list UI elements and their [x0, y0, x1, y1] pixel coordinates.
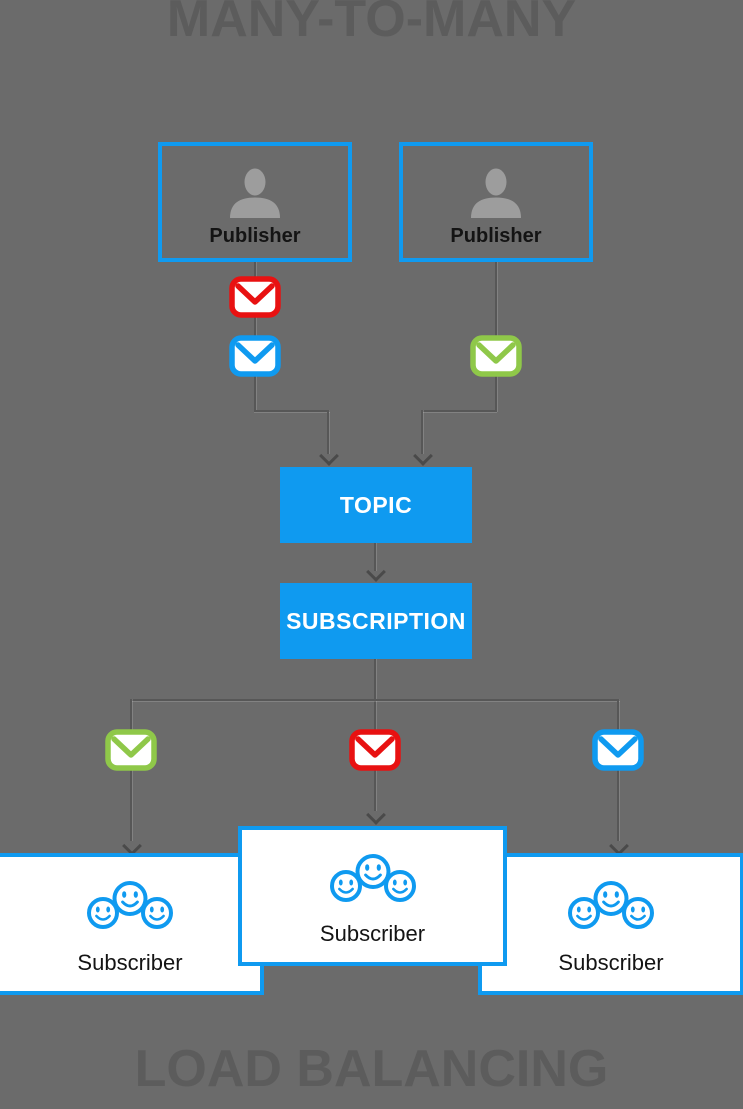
envelope-icon-green: [470, 335, 522, 377]
node-subscriber-middle: Subscriber: [238, 826, 507, 966]
node-subscription: SUBSCRIPTION: [280, 583, 472, 659]
group-smileys-icon: [87, 881, 173, 929]
node-label: Subscriber: [558, 950, 664, 975]
connector-fanout: [130, 699, 620, 701]
group-smileys-icon: [568, 881, 654, 929]
diagram-footer: LOAD BALANCING: [134, 1040, 609, 1098]
node-label: Subscriber: [77, 950, 183, 975]
envelope-icon-blue: [229, 335, 281, 377]
connector-publisher-left-elbow: [254, 410, 330, 412]
envelope-icon-red: [349, 729, 401, 771]
node-topic: TOPIC: [280, 467, 472, 543]
arrowhead-down-icon: [319, 446, 339, 466]
connector-publisher-right-elbow: [421, 410, 497, 412]
node-publisher-left: Publisher: [158, 142, 352, 262]
node-publisher-right: Publisher: [399, 142, 593, 262]
diagram-title: MANY-TO-MANY: [166, 0, 577, 48]
node-label: Publisher: [209, 225, 301, 247]
node-label: Subscriber: [319, 921, 426, 946]
node-label: TOPIC: [339, 491, 413, 518]
connector-topic-to-subscription: [374, 543, 376, 571]
node-label: SUBSCRIPTION: [286, 607, 466, 634]
node-subscriber-left: Subscriber: [0, 853, 264, 995]
node-label: Publisher: [450, 225, 542, 247]
arrowhead-down-icon: [366, 805, 386, 825]
envelope-icon-red: [229, 276, 281, 318]
node-subscriber-right: Subscriber: [478, 853, 743, 995]
connector-publisher-right-to-topic: [421, 410, 423, 454]
arrowhead-down-icon: [413, 446, 433, 466]
person-icon: [230, 168, 280, 218]
envelope-icon-green: [105, 729, 157, 771]
group-smileys-icon: [329, 854, 416, 902]
connector-publisher-left-to-topic: [327, 410, 329, 454]
arrowhead-down-icon: [366, 562, 386, 582]
envelope-icon-blue: [592, 729, 644, 771]
person-icon: [471, 168, 521, 218]
